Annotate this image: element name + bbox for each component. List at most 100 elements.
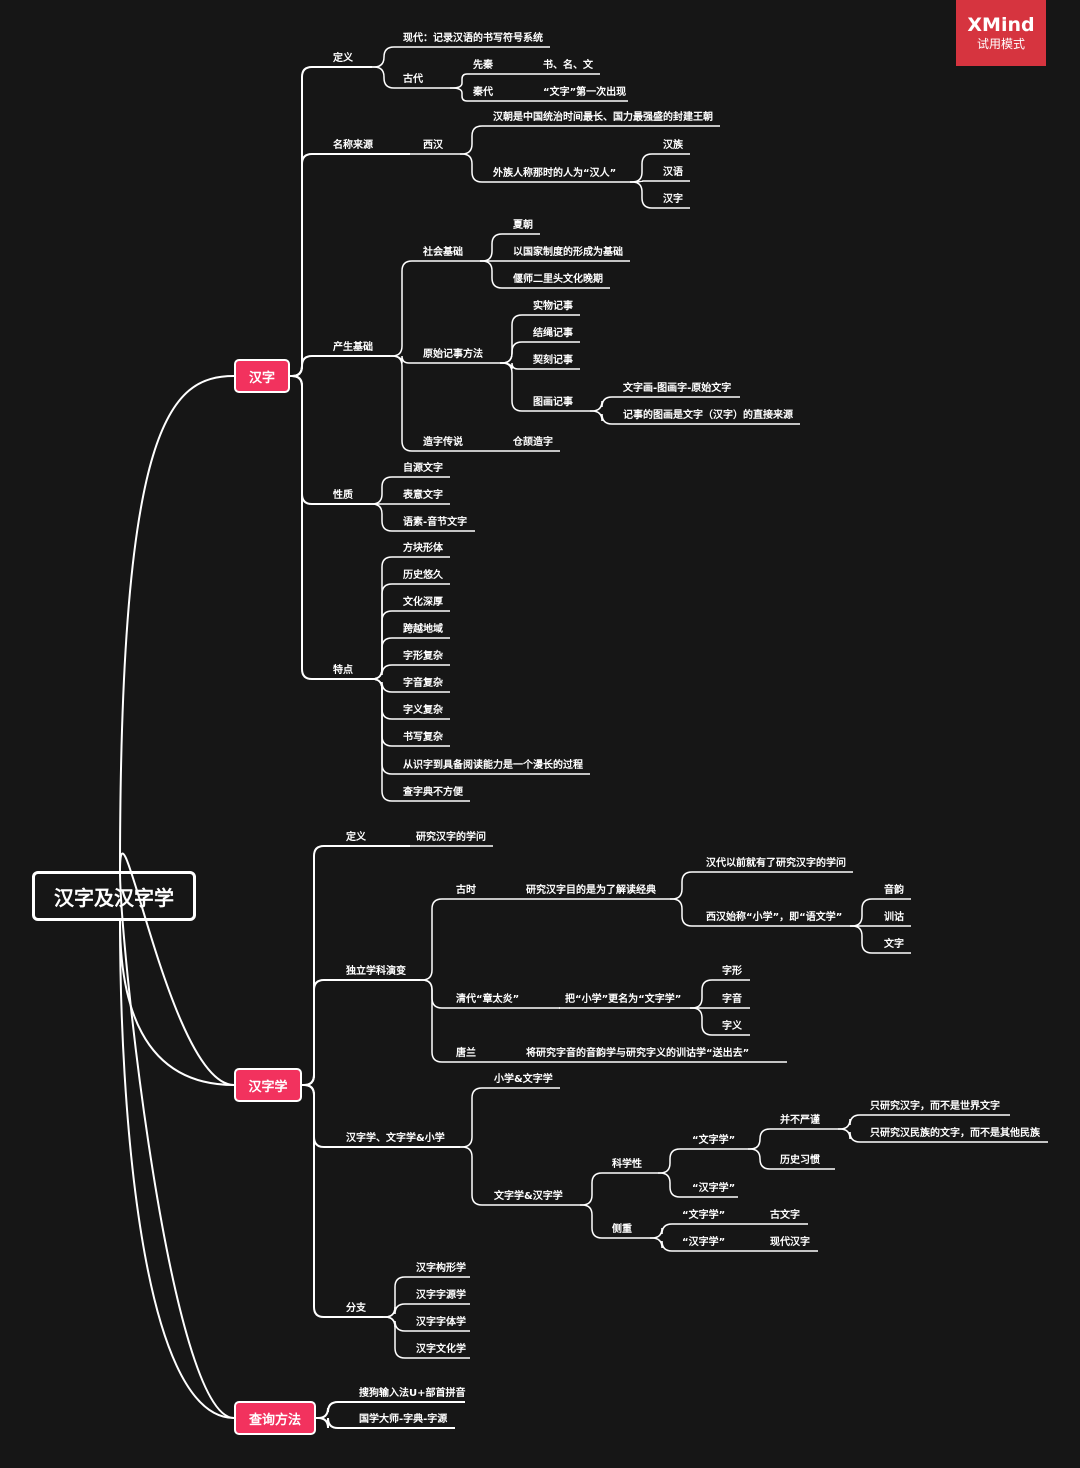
topic-node[interactable]: 搜狗输入法U+部首拼音: [359, 1388, 466, 1399]
branch-hanzi[interactable]: 汉字: [234, 359, 290, 393]
topic-node[interactable]: 实物记事: [533, 301, 573, 312]
topic-node[interactable]: 字义复杂: [403, 705, 443, 716]
topic-node[interactable]: 历史悠久: [403, 570, 443, 581]
topic-node[interactable]: 字形: [722, 966, 742, 977]
topic-node[interactable]: 文字学&汉字学: [494, 1191, 563, 1202]
topic-node[interactable]: 古时: [456, 885, 476, 896]
topic-node[interactable]: 现代汉字: [770, 1237, 810, 1248]
topic-node[interactable]: 字音复杂: [403, 678, 443, 689]
topic-node[interactable]: 夏朝: [513, 220, 533, 231]
topic-node[interactable]: “汉字学”: [692, 1183, 736, 1194]
connector-line: [658, 1172, 686, 1198]
topic-node[interactable]: 产生基础: [333, 342, 373, 353]
topic-node[interactable]: 研究汉字目的是为了解读经典: [526, 885, 656, 896]
topic-node[interactable]: 西汉始称“小学”，即“语文学”: [706, 912, 843, 923]
topic-node[interactable]: 汉字构形学: [416, 1263, 466, 1274]
topic-node[interactable]: 侧重: [612, 1224, 632, 1235]
connector-line: [460, 125, 487, 155]
topic-node[interactable]: 性质: [333, 490, 353, 501]
connector-line: [370, 503, 397, 532]
topic-node[interactable]: “文字学”: [692, 1135, 736, 1146]
trial-mode-label: 试用模式: [976, 37, 1025, 51]
topic-node[interactable]: 查字典不方便: [403, 787, 463, 798]
topic-node[interactable]: 跨越地域: [403, 624, 443, 635]
topic-node[interactable]: 将研究字音的音韵学与研究字义的训诂学“送出去”: [526, 1048, 750, 1059]
topic-node[interactable]: 独立学科演变: [346, 966, 406, 977]
topic-node[interactable]: 仓颉造字: [513, 437, 553, 448]
topic-node[interactable]: 汉字字体学: [416, 1317, 466, 1328]
topic-node[interactable]: 图画记事: [533, 397, 573, 408]
topic-node[interactable]: 表意文字: [403, 490, 443, 501]
topic-node[interactable]: 汉语: [663, 167, 683, 178]
topic-node[interactable]: 书写复杂: [403, 732, 443, 743]
topic-node[interactable]: 汉字: [663, 194, 683, 205]
connector-line: [302, 1084, 340, 1318]
topic-node[interactable]: 清代“章太炎”: [456, 994, 520, 1005]
connector-line: [370, 637, 397, 680]
topic-node[interactable]: “文字学”: [682, 1210, 726, 1221]
topic-node[interactable]: 科学性: [612, 1159, 642, 1170]
topic-node[interactable]: 偃师二里头文化晚期: [513, 274, 603, 285]
topic-node[interactable]: 结绳记事: [533, 328, 573, 339]
topic-node[interactable]: 研究汉字的学问: [416, 832, 486, 843]
topic-node[interactable]: 语素-音节文字: [403, 517, 468, 528]
topic-node[interactable]: 古代: [403, 74, 423, 85]
branch-query-method[interactable]: 查询方法: [234, 1401, 316, 1435]
connector-line: [838, 1128, 864, 1143]
topic-node[interactable]: 社会基础: [423, 247, 463, 258]
topic-node[interactable]: 小学&文字学: [494, 1074, 553, 1085]
topic-node[interactable]: 唐兰: [456, 1048, 476, 1059]
topic-node[interactable]: 自源文字: [403, 463, 443, 474]
topic-node[interactable]: 音韵: [884, 885, 904, 896]
root-topic[interactable]: 汉字及汉字学: [32, 871, 196, 921]
branch-hanzixue[interactable]: 汉字学: [234, 1068, 302, 1102]
topic-node[interactable]: 定义: [333, 53, 353, 64]
connector-line: [290, 375, 327, 505]
topic-node[interactable]: 现代：记录汉语的书写符号系统: [403, 33, 543, 44]
topic-node[interactable]: 汉字字源学: [416, 1290, 466, 1301]
topic-node[interactable]: 先秦: [473, 60, 493, 71]
connector-line: [383, 1276, 410, 1318]
topic-node[interactable]: 特点: [333, 665, 353, 676]
topic-node[interactable]: 造字传说: [423, 437, 463, 448]
topic-node[interactable]: 定义: [346, 832, 366, 843]
connector-line: [630, 153, 657, 183]
topic-node[interactable]: 记事的图画是文字（汉字）的直接来源: [623, 410, 793, 421]
topic-node[interactable]: 文化深厚: [403, 597, 443, 608]
topic-node[interactable]: 文字: [884, 939, 904, 950]
connector-line: [383, 1303, 410, 1318]
topic-node[interactable]: 古文字: [770, 1210, 800, 1221]
topic-node[interactable]: 汉字学、文字学&小学: [346, 1133, 445, 1144]
topic-node[interactable]: 书、名、文: [543, 60, 593, 71]
topic-node[interactable]: 秦代: [473, 87, 493, 98]
topic-node[interactable]: 契刻记事: [533, 355, 573, 366]
topic-node[interactable]: 汉朝是中国统治时间最长、国力最强盛的封建王朝: [493, 112, 713, 123]
topic-node[interactable]: 西汉: [423, 140, 443, 151]
connector-line: [370, 556, 397, 680]
topic-node[interactable]: 训诂: [884, 912, 904, 923]
connector-line: [316, 1401, 353, 1419]
topic-node[interactable]: 汉字文化学: [416, 1344, 466, 1355]
topic-node[interactable]: 文字画-图画字-原始文字: [623, 383, 732, 394]
topic-node[interactable]: 只研究汉字，而不是世界文字: [870, 1101, 1000, 1112]
topic-node[interactable]: 分支: [346, 1303, 366, 1314]
topic-node[interactable]: 汉代以前就有了研究汉字的学问: [706, 858, 846, 869]
topic-node[interactable]: 名称来源: [333, 140, 373, 151]
topic-node[interactable]: 原始记事方法: [423, 349, 483, 360]
topic-node[interactable]: 字形复杂: [403, 651, 443, 662]
connector-line: [302, 1084, 340, 1148]
topic-node[interactable]: 方块形体: [403, 543, 443, 554]
topic-node[interactable]: 只研究汉民族的文字，而不是其他民族: [870, 1128, 1040, 1139]
topic-node[interactable]: 字义: [722, 1021, 742, 1032]
topic-node[interactable]: 国学大师-字典-字源: [359, 1414, 448, 1425]
topic-node[interactable]: 外族人称那时的人为“汉人”: [493, 168, 617, 179]
topic-node[interactable]: 以国家制度的形成为基础: [513, 247, 623, 258]
topic-node[interactable]: “汉字学”: [682, 1237, 726, 1248]
topic-node[interactable]: “文字”第一次出现: [543, 87, 627, 98]
topic-node[interactable]: 把“小学”更名为“文字学”: [565, 994, 682, 1005]
topic-node[interactable]: 历史习惯: [780, 1155, 820, 1166]
topic-node[interactable]: 并不严谨: [780, 1115, 820, 1126]
topic-node[interactable]: 字音: [722, 994, 742, 1005]
topic-node[interactable]: 汉族: [663, 140, 683, 151]
topic-node[interactable]: 从识字到具备阅读能力是一个漫长的过程: [403, 760, 583, 771]
